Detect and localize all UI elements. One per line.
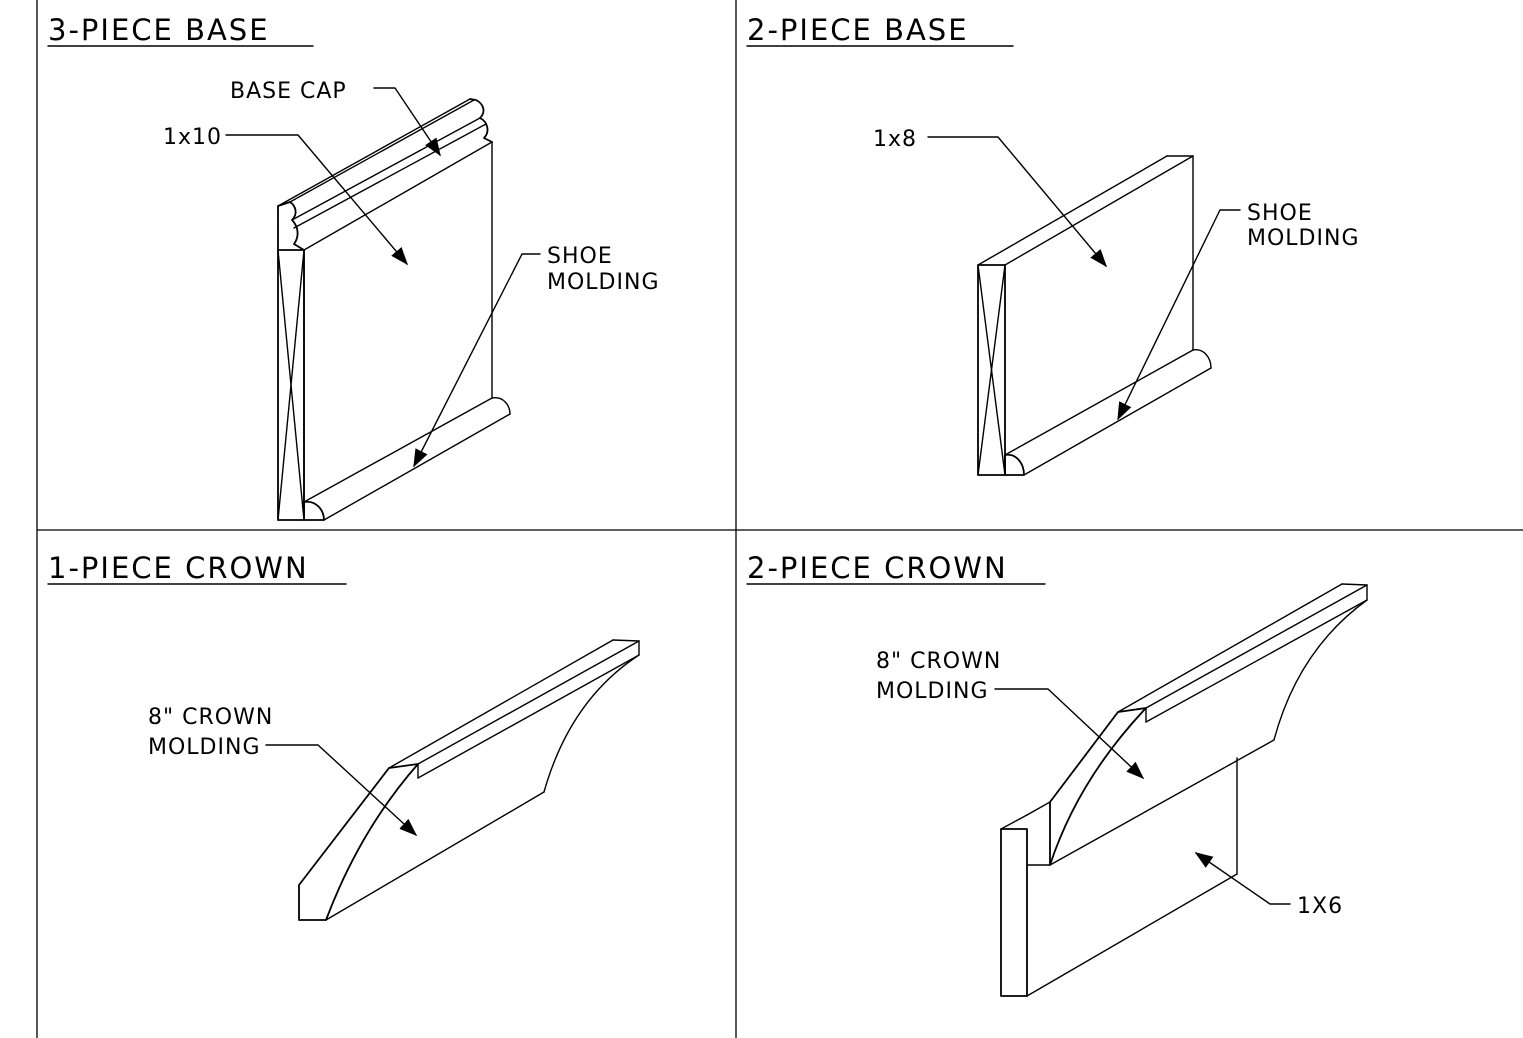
board-1x8-label: 1x8 <box>873 127 917 152</box>
panel-title: 2-PIECE CROWN <box>747 551 1008 585</box>
base-cap-profile <box>277 201 305 251</box>
board-1x6-label: 1X6 <box>1297 894 1343 919</box>
panel-two-piece-crown: 2-PIECE CROWN 8" CROWN MOLDING 1X6 <box>746 551 1368 997</box>
board-1x10-label: 1x10 <box>163 125 222 150</box>
panel-title: 2-PIECE BASE <box>747 13 969 47</box>
shoe-label-line2: MOLDING <box>547 270 660 295</box>
two-piece-crown-drawing <box>1000 583 1368 997</box>
shoe-label-line2: MOLDING <box>1247 226 1360 251</box>
crown-profile <box>1049 707 1147 866</box>
shoe-molding-profile <box>303 500 325 521</box>
shoe-molding-profile <box>1004 453 1025 476</box>
panel-title: 3-PIECE BASE <box>48 13 270 47</box>
shoe-label-line1: SHOE <box>1247 201 1313 226</box>
crown-molding-drawing <box>298 639 640 921</box>
board-edge <box>1000 828 1028 997</box>
two-piece-base-drawing <box>977 155 1212 476</box>
base-cap-label: BASE CAP <box>230 79 347 104</box>
crown-label-line1: 8" CROWN <box>876 649 1001 674</box>
panel-two-piece-base: 2-PIECE BASE 1x8 SHOE MOLDING <box>746 13 1360 476</box>
crown-label-line2: MOLDING <box>876 679 989 704</box>
crown-profile <box>298 763 419 921</box>
crown-label-line1: 8" CROWN <box>148 705 273 730</box>
panel-one-piece-crown: 1-PIECE CROWN 8" CROWN MOLDING <box>47 551 640 921</box>
panel-three-piece-base: 3-PIECE BASE BASE CAP <box>47 13 660 521</box>
three-piece-base-drawing <box>277 98 511 521</box>
panel-title: 1-PIECE CROWN <box>48 551 309 585</box>
shoe-label-line1: SHOE <box>547 244 613 269</box>
sheet-frame <box>36 0 1523 1038</box>
crown-label-line2: MOLDING <box>148 735 261 760</box>
